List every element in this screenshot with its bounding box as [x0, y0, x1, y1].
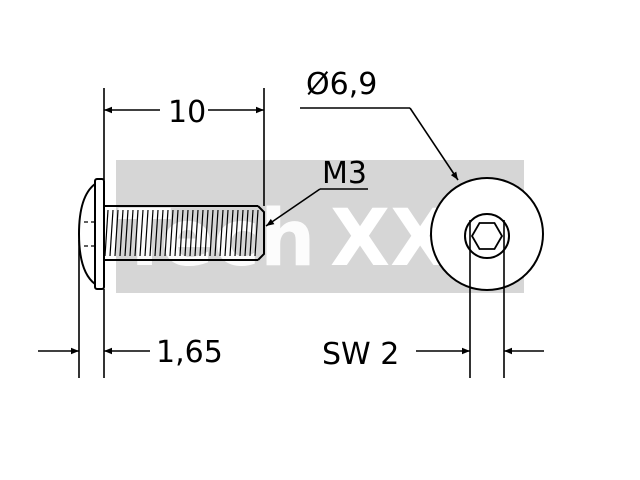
thread-line [119, 209, 124, 257]
screw-end-view [430, 177, 544, 291]
thread-line [174, 209, 179, 257]
thread-line [214, 209, 219, 257]
socket-circle [464, 213, 510, 259]
thread-line [104, 209, 109, 257]
leader-diameter [300, 107, 459, 181]
thread-line [224, 209, 229, 257]
thread-line [199, 209, 204, 257]
thread-line [134, 209, 139, 257]
screw-flange [94, 178, 105, 290]
thread-line [234, 209, 239, 257]
thread-line [189, 209, 194, 257]
length-label: 10 [168, 95, 206, 130]
thread-line [254, 209, 259, 257]
thread-line [219, 209, 224, 257]
leader-diameter-line [409, 107, 459, 181]
thread-line [109, 209, 114, 257]
watermark-text-left: Tech [118, 194, 316, 284]
head-outer-circle [430, 177, 544, 291]
thread-label: M3 [322, 156, 367, 191]
thread-line [129, 209, 134, 257]
hex-socket [470, 222, 504, 250]
dim-length [103, 88, 265, 206]
thread-line [249, 209, 254, 257]
thread-line [179, 209, 184, 257]
thread-line [229, 209, 234, 257]
thread-line [124, 209, 129, 257]
thread-line [149, 209, 154, 257]
wrench-size-label: SW 2 [322, 337, 399, 372]
diameter-label: Ø6,9 [306, 67, 377, 102]
thread-line [209, 209, 214, 257]
thread-lines [104, 209, 259, 257]
dim-head-height [38, 240, 150, 378]
thread-line [239, 209, 244, 257]
thread-line [194, 209, 199, 257]
thread-line [114, 209, 119, 257]
thread-line [169, 209, 174, 257]
screw-head-outline [77, 183, 96, 285]
shank-tip [257, 205, 265, 261]
thread-line [164, 209, 169, 257]
thread-line [144, 209, 149, 257]
dim-wrench-size [416, 220, 544, 378]
leader-thread-line [265, 188, 321, 227]
thread-line [204, 209, 209, 257]
screw-side-view [77, 178, 265, 290]
thread-line [139, 209, 144, 257]
head-height-label: 1,65 [156, 335, 223, 370]
thread-line [159, 209, 164, 257]
thread-line [184, 209, 189, 257]
thread-line [244, 209, 249, 257]
leader-thread [265, 188, 368, 227]
thread-line [154, 209, 159, 257]
